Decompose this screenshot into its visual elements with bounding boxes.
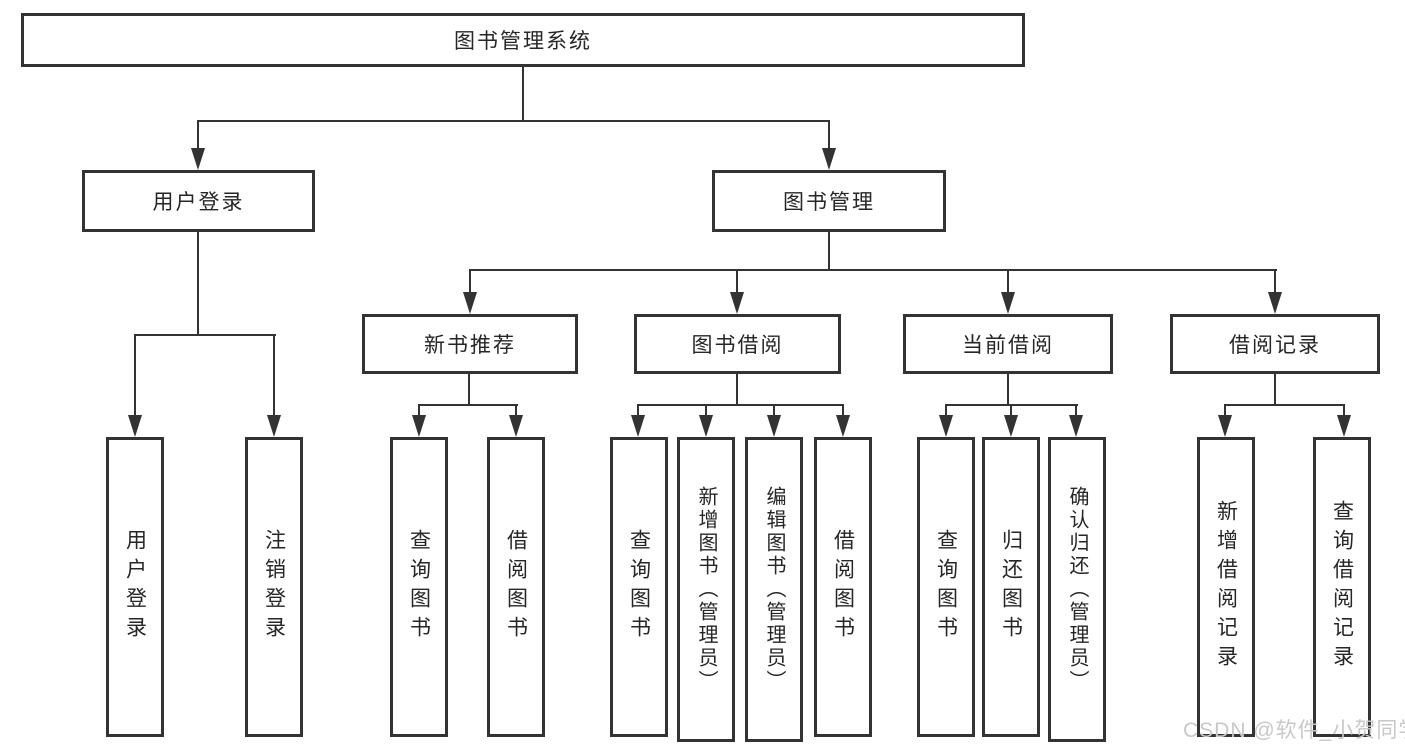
connector-borrowrecord-stub — [1274, 374, 1276, 406]
connector-drop-user-login — [197, 120, 199, 154]
leaf-query-borrow-record: 查询借阅记录 — [1313, 437, 1371, 737]
node-new-book-recommend: 新书推荐 — [362, 314, 578, 374]
connector-drop-leaf — [1224, 404, 1226, 420]
leaf-query-books-newbook: 查询图书 — [390, 437, 448, 737]
leaf-label: 新增图书（管理员） — [695, 486, 717, 693]
arrow-down-icon — [730, 292, 744, 314]
leaf-logout: 注销登录 — [245, 437, 303, 737]
arrow-down-icon — [631, 415, 645, 437]
arrow-down-icon — [463, 292, 477, 314]
node-book-management: 图书管理 — [712, 170, 946, 232]
leaf-confirm-return-admin: 确认归还（管理员） — [1048, 437, 1106, 742]
connector-drop-new-book — [469, 269, 471, 297]
connector-drop-leaf — [273, 334, 275, 418]
leaf-label: 注销登录 — [262, 529, 286, 645]
connector-drop-leaf — [515, 404, 517, 420]
leaf-label: 借阅图书 — [504, 529, 528, 645]
leaf-label: 查询图书 — [934, 529, 958, 645]
arrow-down-icon — [1001, 292, 1015, 314]
csdn-watermark: CSDN @软件_小贺同学 — [1183, 719, 1405, 742]
arrow-down-icon — [128, 415, 142, 437]
node-label: 图书借阅 — [691, 334, 784, 357]
connector-drop-leaf — [418, 404, 420, 420]
leaf-label: 编辑图书（管理员） — [763, 486, 785, 693]
connector-drop-borrow-record — [1274, 269, 1276, 297]
leaf-user-login: 用户登录 — [106, 437, 164, 737]
leaf-query-books-current: 查询图书 — [917, 437, 975, 737]
node-label: 图书管理 — [783, 191, 875, 214]
connector-drop-leaf — [1343, 404, 1345, 420]
leaf-label: 归还图书 — [999, 529, 1023, 645]
node-label: 当前借阅 — [962, 334, 1054, 357]
arrow-down-icon — [267, 415, 281, 437]
leaf-edit-books-admin: 编辑图书（管理员） — [745, 437, 803, 742]
connector-drop-current-borrow — [1007, 269, 1009, 297]
connector-newbook-stub — [468, 374, 470, 406]
leaf-label: 查询借阅记录 — [1330, 500, 1354, 674]
arrow-down-icon — [822, 148, 836, 170]
arrow-down-icon — [836, 415, 850, 437]
arrow-down-icon — [767, 415, 781, 437]
leaf-add-books-admin: 新增图书（管理员） — [677, 437, 735, 742]
connector-root-bar — [197, 120, 830, 122]
leaf-label: 用户登录 — [123, 529, 147, 645]
leaf-return-books: 归还图书 — [982, 437, 1040, 737]
leaf-label: 查询图书 — [627, 529, 651, 645]
node-borrow-records: 借阅记录 — [1170, 314, 1380, 374]
connector-drop-leaf — [1010, 404, 1012, 420]
connector-drop-leaf — [637, 404, 639, 420]
connector-bookborrow-stub — [736, 374, 738, 406]
connector-borrowrecord-bar — [1224, 404, 1345, 406]
leaf-borrow-books-borrow: 借阅图书 — [814, 437, 872, 737]
connector-bookborrow-bar — [637, 404, 844, 406]
connector-drop-leaf — [773, 404, 775, 420]
node-current-borrow: 当前借阅 — [903, 314, 1113, 374]
leaf-label: 新增借阅记录 — [1214, 500, 1238, 674]
arrow-down-icon — [939, 415, 953, 437]
leaf-label: 确认归还（管理员） — [1066, 486, 1088, 693]
connector-root-stub — [522, 67, 524, 121]
node-label: 新书推荐 — [424, 334, 516, 357]
leaf-label: 借阅图书 — [831, 529, 855, 645]
node-label: 借阅记录 — [1229, 334, 1321, 357]
arrow-down-icon — [1004, 415, 1018, 437]
arrow-down-icon — [1337, 415, 1351, 437]
connector-currentborrow-stub — [1007, 374, 1009, 406]
connector-newbook-bar — [418, 404, 518, 406]
arrow-down-icon — [1218, 415, 1232, 437]
arrow-down-icon — [1069, 415, 1083, 437]
leaf-query-books-borrow: 查询图书 — [610, 437, 668, 737]
node-library-management-system: 图书管理系统 — [21, 13, 1025, 67]
connector-drop-book-borrow — [736, 269, 738, 297]
connector-drop-leaf — [705, 404, 707, 420]
arrow-down-icon — [699, 415, 713, 437]
node-label: 用户登录 — [152, 191, 245, 214]
connector-bookmgmt-stub — [828, 232, 830, 271]
node-book-borrow: 图书借阅 — [634, 314, 841, 374]
connector-drop-leaf — [842, 404, 844, 420]
leaf-label: 查询图书 — [407, 529, 431, 645]
arrow-down-icon — [1268, 292, 1282, 314]
arrow-down-icon — [412, 415, 426, 437]
leaf-borrow-books-newbook: 借阅图书 — [487, 437, 545, 737]
connector-drop-leaf — [945, 404, 947, 420]
connector-drop-leaf — [1075, 404, 1077, 420]
arrow-down-icon — [191, 148, 205, 170]
connector-drop-book-management — [828, 120, 830, 154]
node-user-login: 用户登录 — [82, 170, 315, 232]
connector-userlogin-bar — [134, 334, 276, 336]
connector-bookmgmt-bar — [469, 269, 1277, 271]
node-label: 图书管理系统 — [454, 30, 592, 53]
arrow-down-icon — [509, 415, 523, 437]
connector-userlogin-stub — [197, 232, 199, 336]
connector-drop-leaf — [134, 334, 136, 418]
leaf-add-borrow-record: 新增借阅记录 — [1197, 437, 1255, 737]
